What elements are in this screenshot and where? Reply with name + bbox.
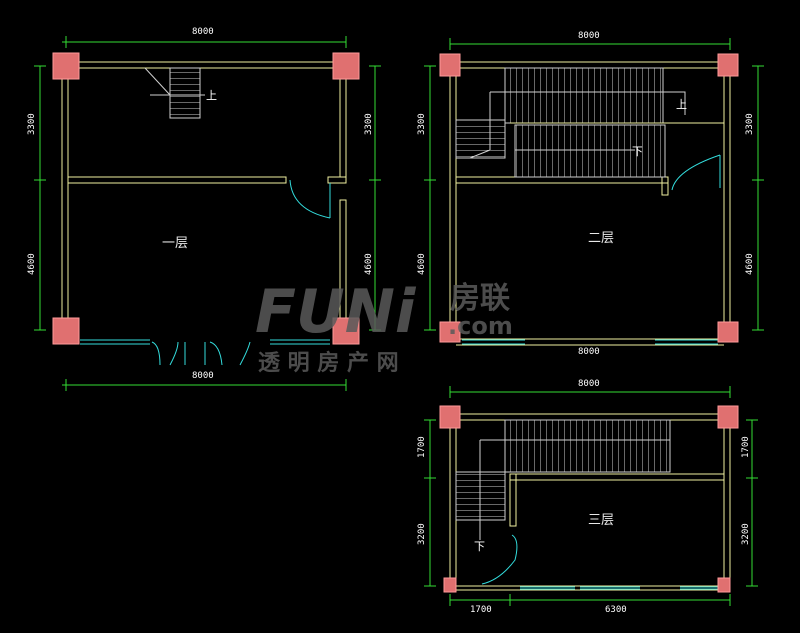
floor3-dim-right-upper: 1700 bbox=[741, 436, 751, 458]
floor3-stair bbox=[455, 419, 671, 540]
floor3-dim-top: 8000 bbox=[578, 379, 600, 389]
floor1-front-glazing bbox=[80, 339, 330, 366]
watermark-brand: 房联 bbox=[450, 281, 510, 316]
floor1-room-label: 一层 bbox=[162, 236, 188, 251]
floor2-dim-top: 8000 bbox=[578, 31, 600, 41]
floor3-plan: 8000 1700 6300 1700 3200 1700 3200 下 bbox=[417, 379, 758, 615]
floor1-dim-right-upper: 3300 bbox=[364, 113, 374, 135]
floor1-dim-bottom: 8000 bbox=[192, 371, 214, 381]
watermark-logo: FUNi bbox=[255, 277, 417, 347]
floor1-dimension-lines bbox=[34, 36, 381, 391]
floor3-stair-label-down: 下 bbox=[474, 540, 485, 553]
floor2-room-label: 二层 bbox=[588, 231, 614, 246]
floor2-dimension-lines bbox=[424, 38, 764, 331]
floor1-side-door bbox=[289, 179, 331, 219]
floor2-columns bbox=[439, 53, 739, 343]
floor2-dim-left-upper: 3300 bbox=[417, 113, 427, 135]
floor3-dim-bottom-left: 1700 bbox=[470, 605, 492, 615]
floor3-dim-left-upper: 1700 bbox=[417, 436, 427, 458]
floor2-dim-right-upper: 3300 bbox=[745, 113, 755, 135]
floor2-dim-bottom: 8000 bbox=[578, 347, 600, 357]
floor1-dim-left-upper: 3300 bbox=[27, 113, 37, 135]
floor1-stair bbox=[144, 67, 205, 119]
floor3-room-label: 三层 bbox=[588, 513, 614, 528]
floor1-dim-top: 8000 bbox=[192, 27, 214, 37]
floor2-stair-label-up: 上 bbox=[676, 98, 687, 111]
floor3-columns bbox=[439, 405, 739, 593]
floor2-dim-left-lower: 4600 bbox=[417, 253, 427, 275]
floor1-columns bbox=[52, 52, 360, 345]
floor3-dim-right-lower: 3200 bbox=[741, 523, 751, 545]
floor2-dim-right-lower: 4600 bbox=[745, 253, 755, 275]
floor1-dim-right-lower: 4600 bbox=[364, 253, 374, 275]
floor3-dimension-lines bbox=[424, 386, 758, 606]
watermark-tagline: 透 明 房 产 网 bbox=[258, 350, 399, 376]
floor3-door bbox=[481, 534, 518, 585]
floor1-dim-left-lower: 4600 bbox=[27, 253, 37, 275]
floor2-door bbox=[671, 154, 721, 191]
floor1-plan: 8000 8000 3300 4600 3300 4600 bbox=[27, 27, 381, 391]
floor2-stair-label-down: 下 bbox=[632, 145, 643, 158]
watermark: FUNi 房联 .com 透 明 房 产 网 bbox=[255, 277, 513, 376]
floor3-windows bbox=[520, 586, 718, 590]
floor2-plan: 8000 8000 3300 4600 3300 4600 上 下 bbox=[417, 31, 764, 357]
floor2-stair bbox=[455, 67, 724, 178]
floor2-windows bbox=[462, 339, 718, 345]
floor3-dim-left-lower: 3200 bbox=[417, 523, 427, 545]
floor1-stair-label: 上 bbox=[206, 89, 217, 102]
floor3-dim-bottom-right: 6300 bbox=[605, 605, 627, 615]
watermark-domain: .com bbox=[448, 312, 513, 340]
